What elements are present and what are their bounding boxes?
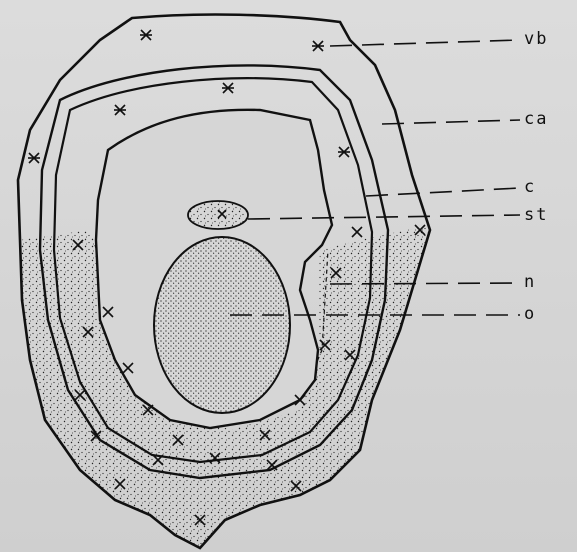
style-section xyxy=(188,201,248,229)
label-o: o xyxy=(524,304,536,324)
x-marker xyxy=(352,227,362,237)
label-n: n xyxy=(524,272,536,292)
ovary xyxy=(154,237,290,413)
label-st: st xyxy=(524,205,548,225)
vb-marker xyxy=(312,41,324,51)
vb-marker xyxy=(140,30,152,40)
leader-ca xyxy=(382,120,520,124)
leader-vb xyxy=(330,40,520,46)
vb-marker xyxy=(114,105,126,115)
vb-marker xyxy=(222,83,234,93)
label-c: c xyxy=(524,177,536,197)
leader-c xyxy=(366,188,520,196)
vb-marker xyxy=(28,153,40,163)
vb-marker xyxy=(338,147,350,157)
label-vb: vb xyxy=(524,29,548,49)
label-ca: ca xyxy=(524,109,548,129)
